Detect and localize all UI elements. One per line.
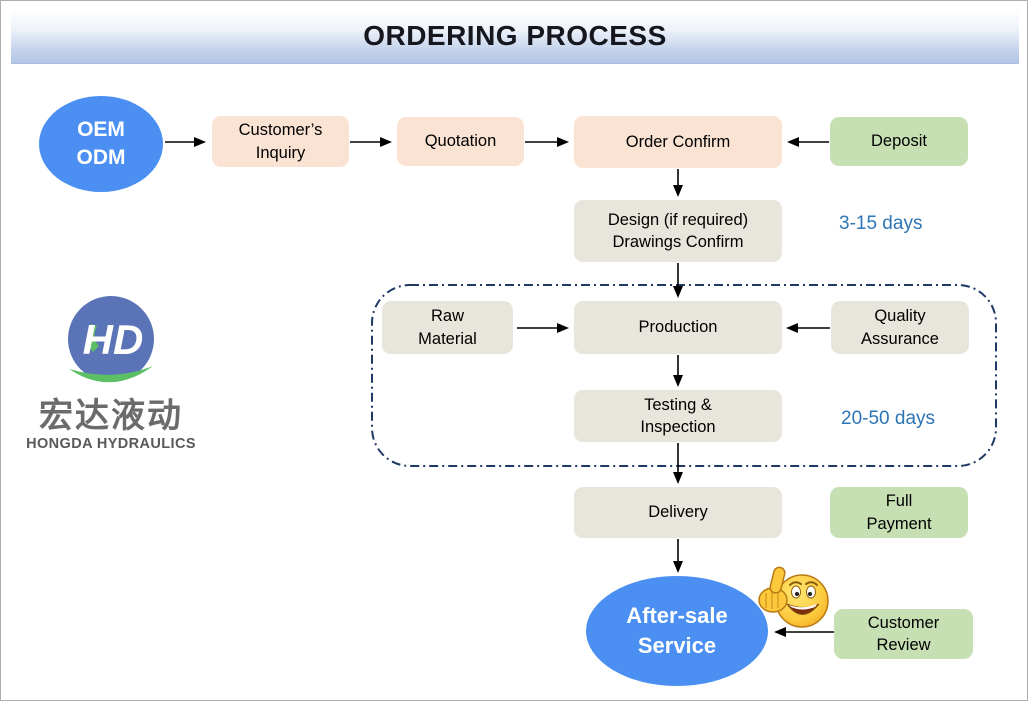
node-design-drawings: Design (if required) Drawings Confirm <box>574 200 782 262</box>
company-logo: HD 宏达液动 HONGDA HYDRAULICS <box>19 294 203 452</box>
node-quotation: Quotation <box>397 117 524 166</box>
logo-english-name: HONGDA HYDRAULICS <box>26 435 196 452</box>
duration-production-phase: 20-50 days <box>841 408 936 429</box>
node-after-sale-service: After-sale Service <box>586 576 768 686</box>
thumbs-up-smiley-icon <box>758 566 829 628</box>
node-testing-inspection: Testing & Inspection <box>574 390 782 442</box>
node-deposit: Deposit <box>830 117 968 166</box>
node-raw-material: Raw Material <box>382 301 513 354</box>
node-customers-inquiry: Customer’s Inquiry <box>212 116 349 167</box>
node-customer-review: Customer Review <box>834 609 973 659</box>
node-production: Production <box>574 301 782 354</box>
page-title: ORDERING PROCESS <box>363 20 667 51</box>
node-oem-odm: OEM ODM <box>39 96 163 192</box>
logo-mark-icon: HD <box>68 296 154 383</box>
node-order-confirm: Order Confirm <box>574 116 782 168</box>
node-quality-assurance: Quality Assurance <box>831 301 969 354</box>
node-full-payment: Full Payment <box>830 487 968 538</box>
node-delivery: Delivery <box>574 487 782 538</box>
logo-monogram: HD <box>83 316 144 363</box>
title-banner: ORDERING PROCESS <box>11 9 1019 64</box>
duration-design-phase: 3-15 days <box>839 213 923 234</box>
logo-chinese-name: 宏达液动 <box>39 397 183 435</box>
